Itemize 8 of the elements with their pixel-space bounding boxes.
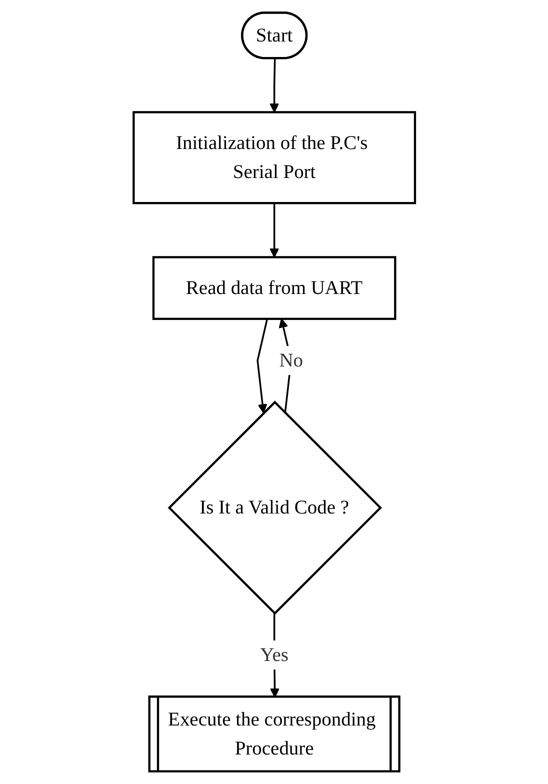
node-box: Initialization of the P.C's Serial Port (132, 111, 416, 204)
arrow (256, 318, 268, 414)
edge-label: Yes (260, 644, 288, 666)
node-box: Read data from UART (152, 256, 396, 320)
arrow (269, 203, 279, 258)
edge-label: No (278, 349, 303, 371)
arrow (269, 58, 279, 113)
node-diamond: Is It a Valid Code ? (167, 400, 382, 615)
